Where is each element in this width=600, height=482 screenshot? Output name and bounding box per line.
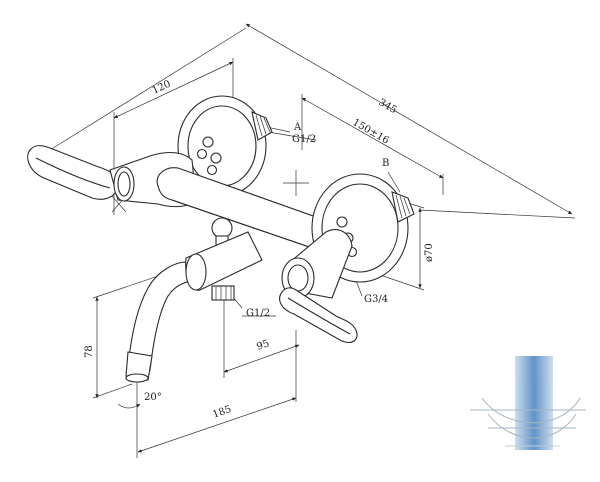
left-lever-handle bbox=[27, 145, 119, 200]
right-lever-handle bbox=[279, 287, 358, 343]
dim-handle-span: 120 bbox=[151, 79, 173, 97]
dim-spout-reach: 185 bbox=[211, 404, 233, 421]
dim-spout-angle: 20° bbox=[144, 392, 162, 403]
dim-escutcheon-diameter: ø70 bbox=[424, 243, 435, 262]
dim-overall-width: 345 bbox=[377, 97, 399, 116]
callout-outlet-thread: G1/2 bbox=[246, 308, 270, 319]
dim-spout-height: 78 bbox=[84, 345, 95, 358]
callout-inlet-a-letter: A bbox=[293, 122, 302, 133]
dim-eccentric-span: 150±16 bbox=[351, 117, 391, 147]
callout-inlet-b-thread: G3/4 bbox=[364, 294, 388, 305]
callout-inlet-a-thread: G1/2 bbox=[292, 134, 316, 145]
faucet-watermark-icon bbox=[470, 356, 586, 450]
callout-inlet-b-letter: B bbox=[382, 158, 389, 169]
right-collar bbox=[281, 229, 353, 299]
spout bbox=[125, 231, 263, 383]
dim-spout-offset: 95 bbox=[255, 338, 271, 353]
